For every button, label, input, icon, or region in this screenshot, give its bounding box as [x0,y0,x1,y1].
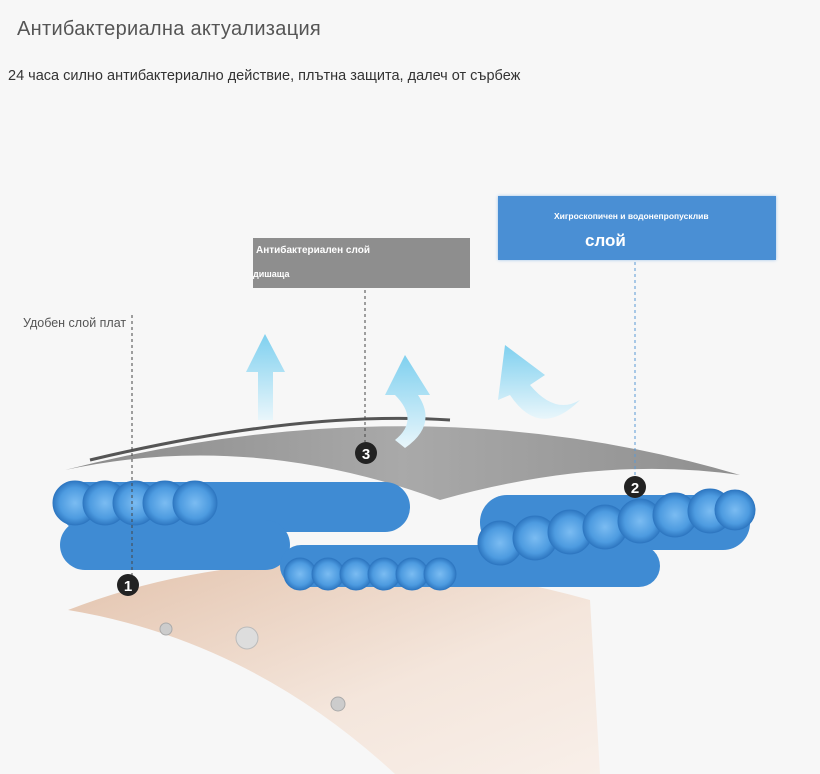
marker-3-label: 3 [362,446,370,463]
hygroscopic-layer-callout: Хигроскопичен и водонепропусклив слой [498,196,776,260]
vapor-arrow-icon [385,355,430,448]
hygroscopic-label: Хигроскопичен и водонепропусклив [554,211,709,221]
comfort-layer-label: Удобен слой плат [23,316,127,330]
antibacterial-layer [65,426,740,500]
layer-label: слой [585,231,626,250]
bacteria-icon [235,626,259,650]
bacteria-icon [159,622,173,636]
marker-2-label: 2 [631,480,639,497]
antibacterial-label: Антибактериален слой [256,245,370,256]
marker-1-label: 1 [124,578,132,595]
marker-1 [117,574,139,596]
marker-3 [355,442,377,464]
marker-2 [624,476,646,498]
page-subtitle: 24 часа силно антибактериално действие, … [8,68,521,84]
antibacterial-layer-callout: Антибактериален слой дишаща [253,238,470,288]
vapor-arrow-icon [498,345,580,419]
vapor-arrow-icon [246,334,285,420]
page-title: Антибактериална актуализация [17,18,322,40]
bacteria-icon [330,696,346,712]
fiber-layer [52,480,756,591]
skin-layer [68,562,600,774]
breathable-label: дишаща [253,269,290,279]
